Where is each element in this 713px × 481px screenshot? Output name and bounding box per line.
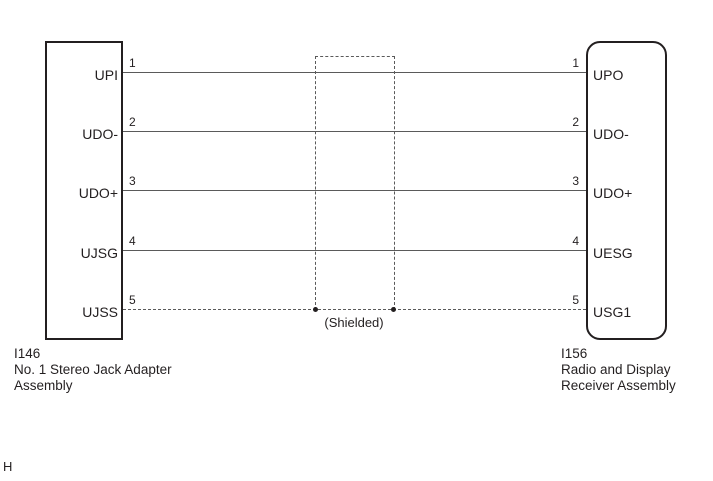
right-connector-name-line1: Radio and Display: [561, 362, 671, 377]
shield-junction-dot-left: [313, 307, 318, 312]
right-pin-label-2: UDO-: [593, 126, 629, 142]
right-pin-number-2: 2: [572, 115, 579, 129]
left-connector-name-line1: No. 1 Stereo Jack Adapter: [14, 362, 172, 377]
left-pin-label-2: UDO-: [82, 126, 118, 142]
wire-pin-3: [123, 190, 586, 191]
wire-pin-2: [123, 131, 586, 132]
right-pin-label-5: USG1: [593, 304, 632, 320]
left-pin-label-3: UDO+: [78, 185, 118, 201]
wire-pin-4: [123, 250, 586, 251]
shield-label: (Shielded): [324, 315, 384, 330]
page-marker: H: [3, 459, 13, 474]
right-pin-label-1: UPO: [593, 67, 624, 83]
shield-dashed-box: [315, 56, 395, 310]
left-pin-label-4: UJSG: [80, 245, 118, 261]
left-connector-code: I146: [14, 346, 41, 361]
right-pin-label-3: UDO+: [593, 185, 633, 201]
right-connector-name-line2: Receiver Assembly: [561, 378, 676, 393]
right-connector-caption: I156 Radio and Display Receiver Assembly: [561, 346, 676, 394]
left-pin-number-3: 3: [129, 174, 136, 188]
wire-pin-1: [123, 72, 586, 73]
right-pin-label-4: UESG: [593, 245, 633, 261]
right-connector-code: I156: [561, 346, 588, 361]
left-pin-label-5: UJSS: [82, 304, 118, 320]
shield-junction-dot-right: [391, 307, 396, 312]
right-pin-number-3: 3: [572, 174, 579, 188]
left-pin-number-5: 5: [129, 293, 136, 307]
right-connector-body: [586, 41, 667, 340]
left-connector-caption: I146 No. 1 Stereo Jack Adapter Assembly: [14, 346, 172, 394]
right-pin-number-1: 1: [572, 56, 579, 70]
left-pin-number-4: 4: [129, 234, 136, 248]
left-pin-number-1: 1: [129, 56, 136, 70]
left-pin-number-2: 2: [129, 115, 136, 129]
left-pin-label-1: UPI: [94, 67, 118, 83]
right-pin-number-4: 4: [572, 234, 579, 248]
left-connector-name-line2: Assembly: [14, 378, 73, 393]
left-connector-body: [45, 41, 123, 340]
wire-pin-5-shield-drain: [123, 309, 586, 310]
right-pin-number-5: 5: [572, 293, 579, 307]
